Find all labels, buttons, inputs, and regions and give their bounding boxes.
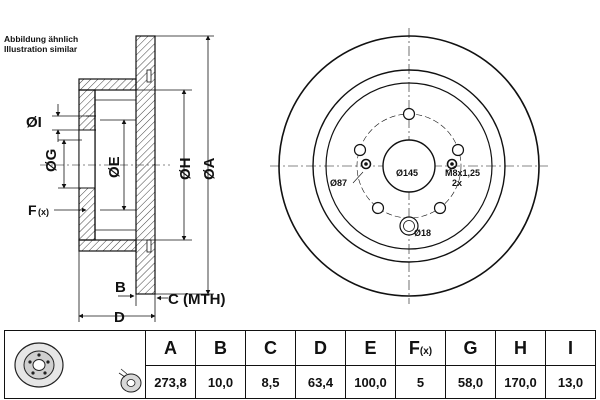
rotor-hat-bottom-wall bbox=[78, 239, 137, 252]
header-G: G bbox=[445, 329, 496, 367]
brake-disc-icon bbox=[14, 342, 142, 393]
dim-label-B: B bbox=[115, 279, 126, 296]
dim-label-E: ØE bbox=[106, 156, 123, 178]
value-D: 63,4 bbox=[295, 365, 346, 399]
value-H: 170,0 bbox=[495, 365, 546, 399]
rotor-hat-top-wall bbox=[78, 78, 137, 91]
value-B: 10,0 bbox=[195, 365, 246, 399]
value-E: 100,0 bbox=[345, 365, 396, 399]
header-B: B bbox=[195, 329, 246, 367]
disc-outer-edge bbox=[278, 35, 540, 297]
header-F: F(x) bbox=[395, 329, 446, 367]
header-E: E bbox=[345, 329, 396, 367]
technical-drawing: ØI ØG ØE ØH ØA F (x) B C (MTH) bbox=[26, 28, 548, 326]
label-pcd: Ø87 bbox=[330, 178, 347, 188]
dim-label-F: F bbox=[28, 202, 37, 218]
label-bore: Ø145 bbox=[396, 168, 418, 178]
side-section-view: ØI ØG ØE ØH ØA F (x) B C (MTH) bbox=[26, 35, 225, 326]
dim-label-F-sub: (x) bbox=[38, 207, 49, 217]
center-bore bbox=[382, 139, 436, 193]
label-thread: M8x1,25 bbox=[445, 168, 480, 178]
dim-label-D: D bbox=[114, 309, 125, 326]
dim-label-A: ØA bbox=[201, 157, 218, 180]
header-C: C bbox=[245, 329, 296, 367]
note-illustration-de: Abbildung ähnlich bbox=[4, 34, 79, 44]
front-view: Ø145 Ø87 M8x1,25 2x Ø18 bbox=[270, 28, 548, 304]
hat-outer-edge bbox=[325, 82, 493, 250]
label-thread-qty: 2x bbox=[452, 178, 462, 188]
dim-label-G: ØG bbox=[43, 149, 60, 172]
threaded-holes bbox=[360, 158, 458, 170]
dim-label-H: ØH bbox=[177, 158, 194, 181]
header-H: H bbox=[495, 329, 546, 367]
value-I: 13,0 bbox=[545, 365, 596, 399]
value-A: 273,8 bbox=[145, 365, 196, 399]
note-illustration-en: Illustration similar bbox=[4, 44, 78, 54]
dim-label-C: C (MTH) bbox=[168, 291, 225, 308]
dim-label-I: ØI bbox=[26, 114, 42, 131]
spec-table: A B C D E F(x) G H I 273,8 10,0 8,5 63,4… bbox=[4, 329, 596, 399]
disc-thumbnail-cell bbox=[4, 330, 146, 399]
value-G: 58,0 bbox=[445, 365, 496, 399]
locating-hole bbox=[399, 216, 419, 236]
header-I: I bbox=[545, 329, 596, 367]
header-D: D bbox=[295, 329, 346, 367]
label-hole: Ø18 bbox=[414, 228, 431, 238]
bolt-holes bbox=[353, 107, 465, 215]
header-A: A bbox=[145, 329, 196, 367]
value-F: 5 bbox=[395, 365, 446, 399]
disc-friction-inner-edge bbox=[312, 69, 506, 263]
value-C: 8,5 bbox=[245, 365, 296, 399]
